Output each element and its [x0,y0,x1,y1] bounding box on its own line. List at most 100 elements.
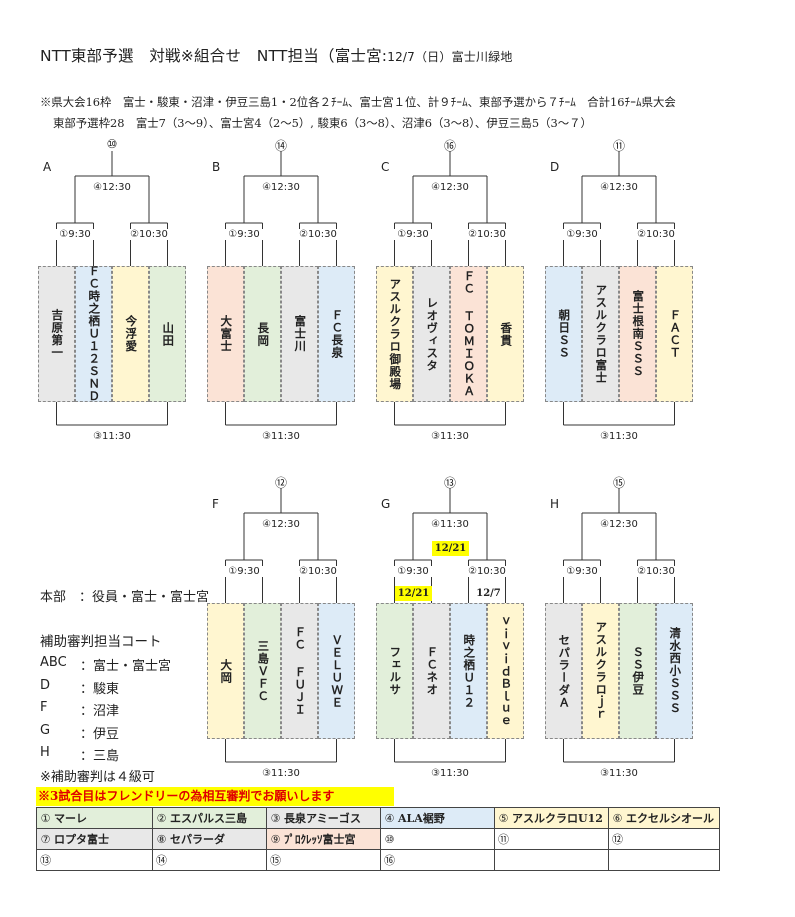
team-box: ＦＡＣＴ [656,266,693,402]
group-g-left-date: 12/21 [395,586,432,601]
team-box: フェルサ [376,603,413,739]
team-name: 時之栖Ｕ１２ [462,633,477,709]
final-match-time: ④12:30 [84,182,140,193]
final-match-time: ④11:30 [422,519,478,530]
referee-title: 補助審判担当コート [40,634,162,650]
group-label-c: C [381,160,390,174]
club-cell: ⑭ [152,849,267,871]
team-box: 大岡 [207,603,244,739]
club-name: アスルクラロU12 [512,812,603,825]
team-box: 今浮愛 [112,266,149,402]
group-seed: ⑬ [443,476,456,490]
final-match-time: ④12:30 [422,182,478,193]
team-box: 富士川 [281,266,318,402]
third-match-time: ③11:30 [93,431,131,442]
team-box: ＦＣネオ [413,603,450,739]
club-cell [494,849,609,871]
third-match-time: ③11:30 [431,768,469,779]
referee-assigned: ：三島 [80,749,120,764]
team-box: ＦＣ時之栖Ｕ１２ＳＮＤ [75,265,112,403]
third-match-time: ③11:30 [262,768,300,779]
group-seed: ⑭ [274,139,287,153]
club-number: ⑯ [384,854,395,867]
right-match-time: ②10:30 [628,229,684,240]
club-number: ⑥ [612,812,623,825]
right-match-time: ②10:30 [459,229,515,240]
club-name: ロプタ富士 [54,833,109,846]
team-name: 大岡 [219,658,234,684]
team-box: 朝日ＳＳ [545,266,582,402]
team-name: 吉原第一 [50,309,65,359]
group-g-right-date: 12/7 [476,588,501,599]
right-match-time: ②10:30 [290,229,346,240]
third-match-time: ③11:30 [431,431,469,442]
club-number: ⑤ [498,812,509,825]
final-match-time: ④12:30 [591,519,647,530]
team-name: ＶＥＬＵＷＥ [330,633,345,709]
club-number: ① [40,812,51,825]
club-name: エスパルス三島 [170,812,247,825]
note-line-2: 東部予選枠28 富士7（3～9）、富士宮4（2～5）, 駿東6（3～8）、沼津6… [53,116,592,130]
team-box: 大富士 [207,266,244,402]
left-match-time: ①9:30 [47,229,103,240]
referee-court: H [40,745,50,760]
team-name: 今浮愛 [124,315,139,353]
group-label-a: A [43,160,52,174]
team-box: ｖｉｖｉｄＢｌｕｅ [487,603,524,739]
third-match-time: ③11:30 [600,768,638,779]
team-name: 香貫 [499,321,514,347]
team-name: 大富士 [219,315,234,353]
right-match-time: ②10:30 [121,229,177,240]
club-number: ⑭ [156,854,167,867]
referee-court: G [40,722,51,738]
club-cell: ⑬ [36,849,153,871]
group-seed: ⑪ [612,139,625,153]
team-box: 吉原第一 [38,266,75,402]
group-label-g: G [381,497,391,511]
group-label-f: F [212,497,219,511]
club-number: ⑮ [270,854,281,867]
club-name: ALA裾野 [398,812,445,825]
team-box: ＦＣ長泉 [318,266,355,402]
team-name: ＦＣネオ [425,646,440,696]
team-box: アスルクラロｊｒ [582,603,619,739]
club-number: ⑫ [612,833,623,846]
team-name: ＦＣ長泉 [330,309,345,359]
third-match-time: ③11:30 [600,431,638,442]
club-number: ⑦ [40,833,51,846]
left-match-time: ①9:30 [554,566,610,577]
team-box: アスルクラロ御殿場 [376,266,413,402]
team-name: 富士川 [293,315,308,353]
team-box: 富士根南ＳＳＳ [619,266,656,402]
page-title: NTT東部予選 対戦※組合せ NTT担当（富士宮:12/7（日）富士川緑地 [40,47,513,65]
team-name: ＦＡＣＴ [668,309,683,359]
left-match-time: ①9:30 [216,566,272,577]
club-cell [608,849,720,871]
right-match-time: ②10:30 [290,566,346,577]
left-match-time: ①9:30 [216,229,272,240]
team-name: フェルサ [388,646,403,696]
club-name: 長泉アミーゴス [284,812,361,825]
group-seed: ⑮ [612,476,625,490]
team-box: 時之栖Ｕ１２ [450,603,487,739]
team-name: 三島ＶＦＣ [256,639,271,703]
team-name: ＳＳ伊豆 [631,646,646,696]
team-box: セパラーダＡ [545,603,582,739]
team-box: ＦＣ ＴＯＭＩＯＫＡ [450,266,487,402]
team-name: 清水西小ＳＳＳ [668,627,683,715]
club-cell: ⑮ [266,849,381,871]
club-cell: ⑫ [608,828,720,850]
right-match-time: ②10:30 [628,566,684,577]
team-name: ＦＣ ＴＯＭＩＯＫＡ [462,270,477,398]
team-box: 長岡 [244,266,281,402]
team-name: 富士根南ＳＳＳ [631,290,646,378]
referee-court: ABC [40,655,67,670]
team-box: 三島ＶＦＣ [244,603,281,739]
team-name: 山田 [161,321,176,347]
